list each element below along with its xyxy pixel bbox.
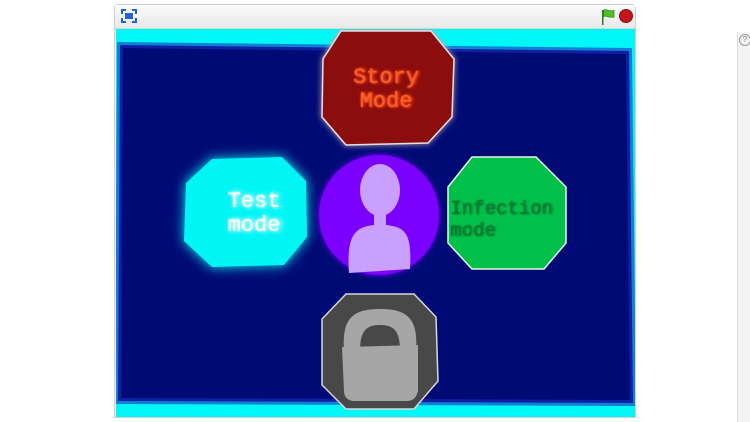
infection-mode-button[interactable]	[447, 156, 567, 270]
infection-mode-line2: mode	[450, 220, 496, 242]
story-mode-line1: Story	[352, 65, 419, 90]
test-mode-label[interactable]: Test mode	[212, 190, 296, 238]
test-mode-line1: Test	[227, 189, 281, 214]
stage-canvas	[116, 30, 635, 410]
project-player: Story Mode Test mode Infection mode	[114, 4, 636, 418]
infection-mode-label[interactable]: Infection mode	[450, 198, 570, 242]
green-flag-icon[interactable]	[601, 9, 615, 25]
story-mode-button[interactable]	[321, 30, 455, 146]
infection-mode-line1: Infection	[450, 198, 553, 220]
stop-sign-icon[interactable]	[619, 9, 633, 23]
sidebar-scrollbar[interactable]	[737, 32, 750, 422]
test-mode-button[interactable]	[184, 157, 307, 267]
fullscreen-icon[interactable]	[121, 9, 137, 23]
player-toolbar	[115, 5, 635, 29]
story-mode-label[interactable]: Story Mode	[336, 66, 436, 114]
stage: Story Mode Test mode Infection mode	[116, 29, 635, 417]
help-icon[interactable]: ?	[739, 34, 750, 46]
user-silhouette-icon	[348, 164, 411, 273]
story-mode-line2: Mode	[359, 89, 413, 114]
test-mode-line2: mode	[227, 213, 281, 238]
padlock-icon	[342, 309, 418, 401]
